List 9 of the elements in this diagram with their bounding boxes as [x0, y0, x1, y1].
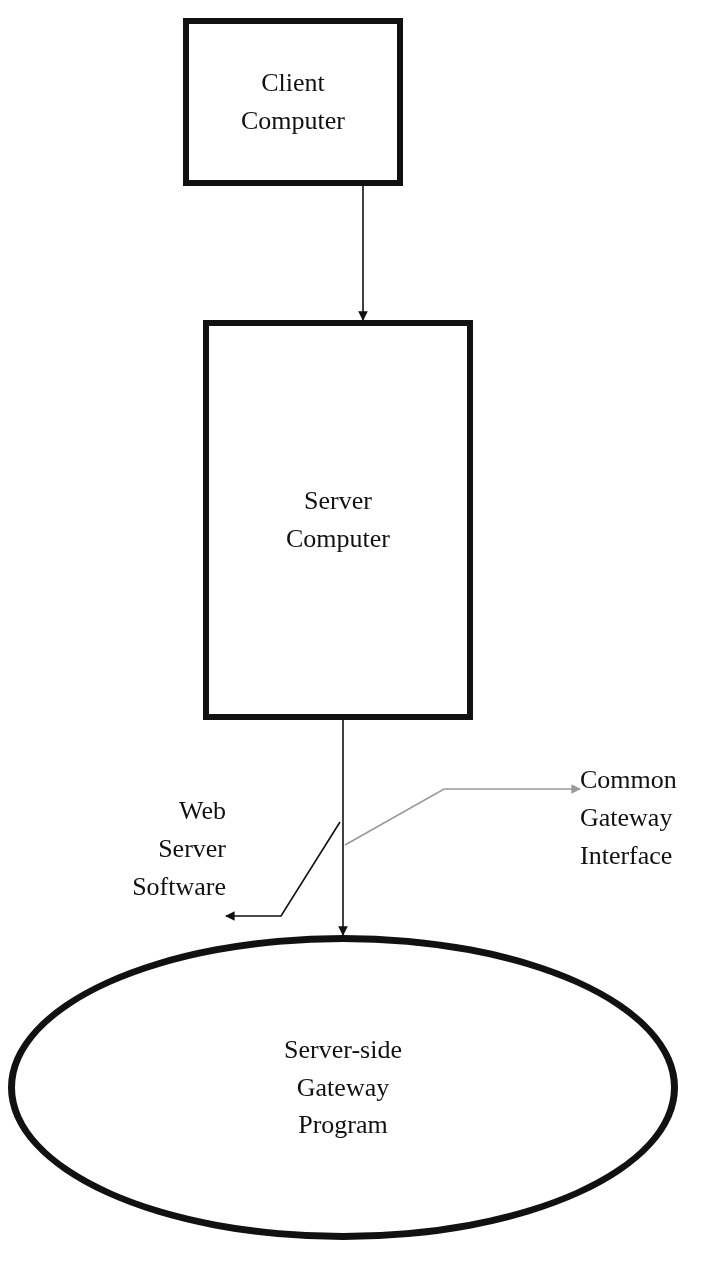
- terminal-ellipse: Server-side Gateway Program: [8, 935, 678, 1240]
- process-box: Client Computer: [183, 18, 403, 186]
- leader-line: [344, 784, 581, 846]
- arrow: [338, 719, 348, 936]
- annotation-text: Web Server Software: [110, 768, 226, 930]
- annotation-text: Common Gateway Interface: [580, 768, 724, 868]
- process-box: Server Computer: [203, 320, 473, 720]
- arrow: [358, 185, 368, 321]
- leader-line: [225, 821, 341, 921]
